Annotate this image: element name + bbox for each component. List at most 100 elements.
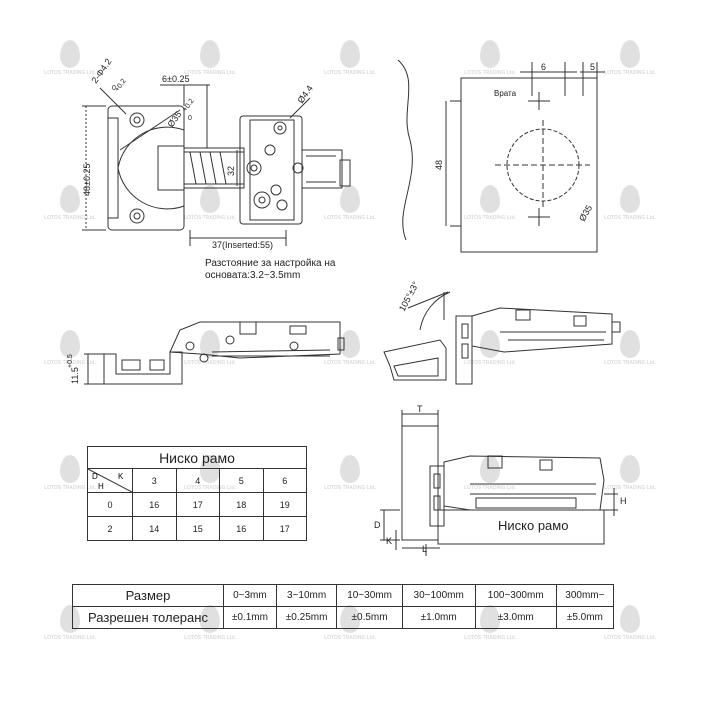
- watermark-logo: LOTOS TRADING Ltd.: [315, 330, 385, 366]
- cell: ±3.0mm: [474, 606, 557, 629]
- watermark-text: LOTOS TRADING Ltd.: [184, 360, 236, 366]
- corner-h: H: [98, 482, 104, 491]
- watermark-text: LOTOS TRADING Ltd.: [184, 70, 236, 76]
- cell: 30~100mm: [401, 584, 476, 607]
- flame-icon: [60, 455, 80, 483]
- dim-right: 5: [590, 62, 595, 72]
- cell: 16: [132, 492, 177, 517]
- corner-cell: D K H: [87, 468, 133, 493]
- label-door: Врата: [494, 89, 517, 98]
- cell: 100~300mm: [474, 584, 557, 607]
- row-h: 0: [87, 492, 133, 517]
- flame-icon: [60, 40, 80, 68]
- dim-side-height: 11.5: [70, 367, 80, 384]
- cell: ±0.25mm: [275, 606, 338, 629]
- watermark-logo: LOTOS TRADING Ltd.: [175, 185, 245, 221]
- col-header: 6: [262, 468, 307, 493]
- dim-d: D: [374, 520, 381, 530]
- cell: 14: [132, 516, 177, 541]
- watermark-logo: LOTOS TRADING Ltd.: [35, 40, 105, 76]
- dim-h: H: [620, 496, 627, 506]
- flame-icon: [620, 185, 640, 213]
- flame-icon: [200, 330, 220, 358]
- watermark-text: LOTOS TRADING Ltd.: [44, 70, 96, 76]
- corner-k: K: [118, 472, 124, 481]
- dim-template-hole: Ø35: [577, 203, 594, 223]
- flame-icon: [620, 40, 640, 68]
- dim-left: 6: [541, 62, 546, 72]
- watermark-text: LOTOS TRADING Ltd.: [44, 635, 96, 641]
- hinge-side-view: [84, 321, 345, 385]
- watermark-logo: LOTOS TRADING Ltd.: [35, 185, 105, 221]
- watermark-text: LOTOS TRADING Ltd.: [184, 215, 236, 221]
- watermark-text: LOTOS TRADING Ltd.: [604, 485, 656, 491]
- corner-d: D: [92, 472, 98, 481]
- flame-icon: [340, 455, 360, 483]
- dim-cup-dia: Ø35: [165, 109, 183, 129]
- table-row: 0 16 17 18 19: [87, 492, 307, 517]
- hinge-mount-view: [380, 410, 618, 556]
- watermark-text: LOTOS TRADING Ltd.: [324, 485, 376, 491]
- watermark-logo: LOTOS TRADING Ltd.: [315, 40, 385, 76]
- watermark-logo: LOTOS TRADING Ltd.: [175, 40, 245, 76]
- col-header: 5: [219, 468, 264, 493]
- watermark-text: LOTOS TRADING Ltd.: [604, 635, 656, 641]
- flame-icon: [200, 185, 220, 213]
- watermark-logo: LOTOS TRADING Ltd.: [315, 185, 385, 221]
- watermark-logo: LOTOS TRADING Ltd.: [455, 330, 525, 366]
- watermark-logo: LOTOS TRADING Ltd.: [455, 185, 525, 221]
- dim-k: K: [386, 536, 392, 546]
- watermark-text: LOTOS TRADING Ltd.: [324, 70, 376, 76]
- dim-zero-a: 0: [112, 85, 116, 92]
- col-header: 4: [175, 468, 220, 493]
- col-header: 3: [132, 468, 177, 493]
- low-arm-table: Ниско рамо D K H 3 4 5 6 0 16 17 18 19 2…: [87, 446, 307, 541]
- cell: 19: [262, 492, 307, 517]
- flame-icon: [340, 40, 360, 68]
- watermark-text: LOTOS TRADING Ltd.: [464, 485, 516, 491]
- dim-template-height: 48: [434, 160, 444, 170]
- watermark-text: LOTOS TRADING Ltd.: [604, 215, 656, 221]
- watermark-logo: LOTOS TRADING Ltd.: [595, 605, 665, 641]
- flame-icon: [480, 330, 500, 358]
- cell: 17: [175, 492, 220, 517]
- cell: 3~10mm: [275, 584, 338, 607]
- flame-icon: [480, 40, 500, 68]
- flame-icon: [620, 455, 640, 483]
- note-line-1: Разстояние за настройка на: [205, 258, 336, 269]
- watermark-text: LOTOS TRADING Ltd.: [604, 70, 656, 76]
- watermark-logo: LOTOS TRADING Ltd.: [595, 40, 665, 76]
- cell: ±0.1mm: [223, 606, 277, 629]
- watermark-text: LOTOS TRADING Ltd.: [464, 360, 516, 366]
- table-title: Ниско рамо: [87, 446, 307, 469]
- size-label: Размер: [72, 584, 224, 607]
- watermark-logo: LOTOS TRADING Ltd.: [595, 330, 665, 366]
- cell: 17: [262, 516, 307, 541]
- watermark-logo: LOTOS TRADING Ltd.: [315, 455, 385, 491]
- dim-hole-spacing: 2-Φ4.2: [89, 57, 113, 85]
- watermark-text: LOTOS TRADING Ltd.: [324, 635, 376, 641]
- table-row: Разрешен толеранс ±0.1mm ±0.25mm ±0.5mm …: [72, 606, 615, 629]
- door-template: [397, 59, 605, 253]
- watermark-logo: LOTOS TRADING Ltd.: [455, 40, 525, 76]
- cell: ±1.0mm: [401, 606, 476, 629]
- cell: 0~3mm: [223, 584, 277, 607]
- cell: 10~30mm: [336, 584, 403, 607]
- flame-icon: [340, 185, 360, 213]
- dim-screw-dia: Ø4.4: [295, 83, 314, 105]
- dim-plate: 32: [226, 166, 236, 176]
- flame-icon: [200, 40, 220, 68]
- tolerance-table: Размер 0~3mm 3~10mm 10~30mm 30~100mm 100…: [72, 584, 615, 629]
- dim-t: T: [417, 404, 423, 414]
- watermark-logo: LOTOS TRADING Ltd.: [595, 455, 665, 491]
- watermark-text: LOTOS TRADING Ltd.: [324, 360, 376, 366]
- flame-icon: [60, 330, 80, 358]
- watermark-text: LOTOS TRADING Ltd.: [464, 215, 516, 221]
- watermark-logo: LOTOS TRADING Ltd.: [175, 330, 245, 366]
- watermark-text: LOTOS TRADING Ltd.: [44, 215, 96, 221]
- tolerance-label: Разрешен толеранс: [72, 606, 224, 629]
- note-line-2: основата:3.2~3.5mm: [205, 270, 301, 281]
- dim-edge: 6±0.25: [162, 74, 189, 84]
- dim-height: 48±0.25: [82, 164, 92, 196]
- cell: 16: [219, 516, 264, 541]
